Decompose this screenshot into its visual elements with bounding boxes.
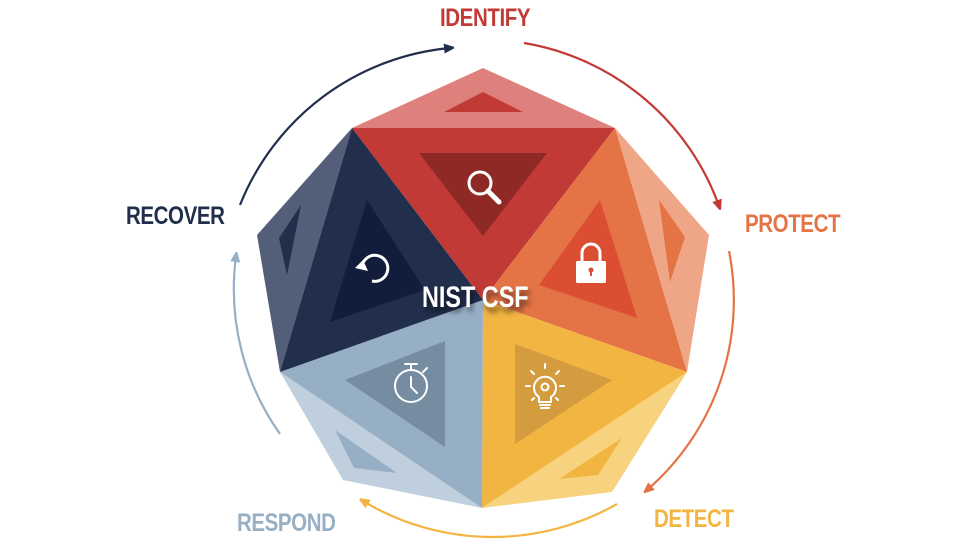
arrow-detect-to-respond (363, 501, 618, 539)
magnifier-icon (467, 170, 502, 205)
stopwatch-icon (394, 363, 428, 403)
label-detect: DETECT (654, 505, 734, 533)
arrow-identify-to-protect (523, 41, 719, 206)
segment-respond[interactable] (280, 300, 483, 508)
arrow-respond-to-recover (234, 256, 281, 435)
padlock-icon (576, 242, 606, 283)
arrow-recover-to-identify (238, 48, 450, 206)
label-respond: RESPOND (237, 509, 336, 537)
label-identify: IDENTIFY (440, 4, 531, 32)
segment-identify[interactable] (352, 68, 615, 300)
arrow-protect-to-detect (647, 250, 735, 490)
label-recover: RECOVER (126, 202, 225, 230)
segment-recover[interactable] (257, 128, 483, 372)
label-protect: PROTECT (745, 210, 841, 238)
rotate-arrow-icon (355, 253, 390, 283)
segment-detect[interactable] (482, 300, 687, 508)
cycle-arrows (234, 41, 735, 539)
segment-protect[interactable] (483, 128, 709, 372)
lightbulb-gear-icon (525, 363, 565, 409)
diagram-title: NIST CSF (422, 281, 529, 314)
